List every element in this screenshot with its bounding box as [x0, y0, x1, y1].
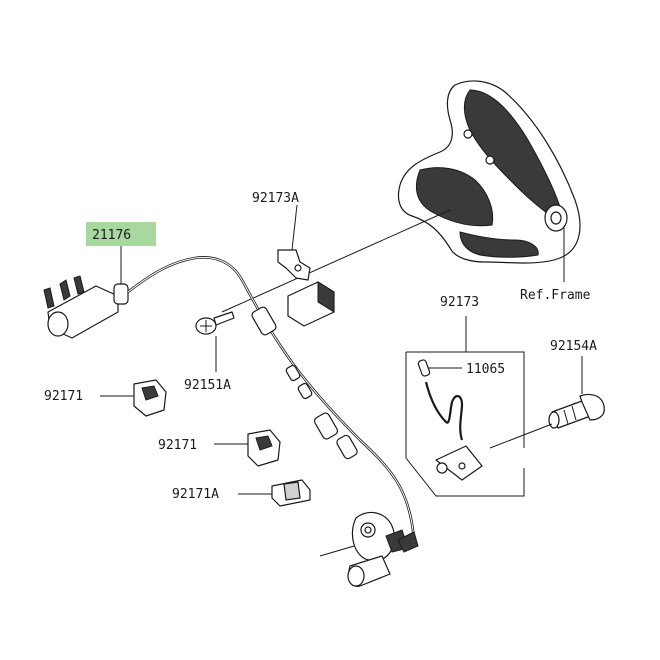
reference-line-sensor [319, 545, 355, 557]
label-92171a[interactable]: 92171A [172, 487, 219, 502]
label-92173[interactable]: 92173 [440, 295, 479, 310]
clip-92171a [271, 479, 311, 507]
highlight-21176 [86, 222, 156, 246]
screw-92151a [195, 311, 235, 335]
label-92151a[interactable]: 92151A [184, 378, 231, 393]
frame-reference-drawing [397, 80, 581, 282]
bracket-92173a [277, 249, 335, 327]
label-92173a[interactable]: 92173A [252, 191, 299, 206]
label-ref-frame: Ref.Frame [520, 288, 591, 303]
clip-92171-upper [133, 379, 167, 417]
reference-line-frame [221, 209, 451, 313]
label-11065[interactable]: 11065 [466, 362, 505, 377]
bracket-92173-group [405, 316, 525, 497]
label-21176[interactable]: 21176 [92, 228, 131, 243]
label-92171-upper[interactable]: 92171 [44, 389, 83, 404]
speed-sensor-body [347, 511, 419, 587]
clip-92171-lower [247, 429, 281, 467]
cable-grommets [251, 306, 358, 460]
label-92154a[interactable]: 92154A [550, 339, 597, 354]
sensor-connector [43, 275, 129, 339]
label-92171-lower[interactable]: 92171 [158, 438, 197, 453]
bolt-92154a [548, 393, 605, 429]
sensor-cable [127, 256, 416, 541]
